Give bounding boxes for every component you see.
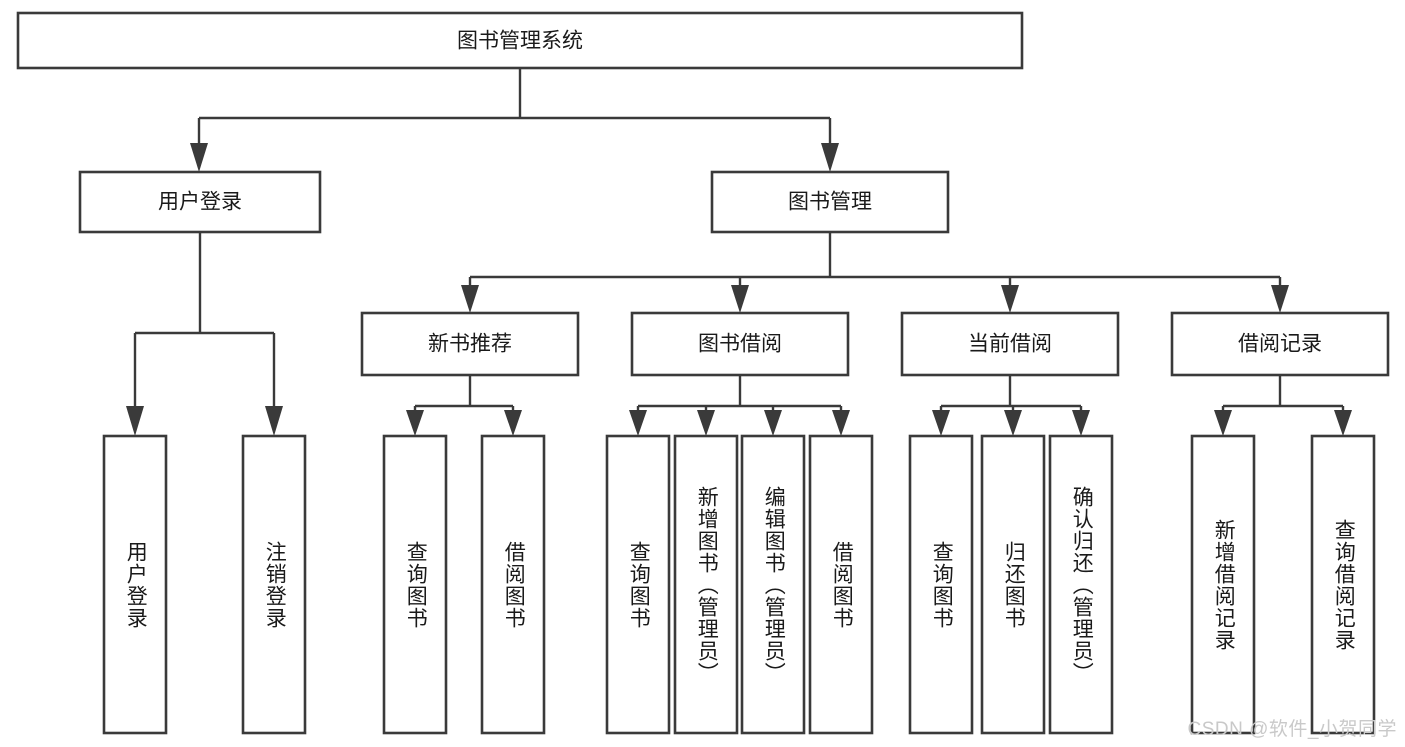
node-leaf-borrow-book-box[interactable] [808, 434, 874, 735]
node-leaf-confirm-return-box[interactable] [1048, 434, 1114, 735]
connector-group-bookborrow [629, 375, 850, 436]
node-leaf-query-book-borrow-box[interactable] [605, 434, 671, 735]
connector-group-borrowrecord [1214, 375, 1352, 436]
node-root-box[interactable] [16, 11, 1024, 70]
node-leaf-return-book-box[interactable] [980, 434, 1046, 735]
node-book-borrow-label: 图书借阅 [698, 333, 782, 356]
node-borrow-record-box[interactable] [1170, 311, 1390, 377]
node-leaf-user-login-box[interactable] [102, 434, 168, 735]
arrow-head-icon [126, 406, 144, 436]
connector-group-userlogin [126, 232, 283, 436]
arrow-head-icon [461, 285, 479, 313]
leaf-boxes-group [102, 434, 1376, 735]
node-leaf-query-book-rec-box[interactable] [382, 434, 448, 735]
node-leaf-edit-book-box[interactable] [740, 434, 806, 735]
node-root-label: 图书管理系统 [457, 30, 583, 53]
arrow-head-icon [1271, 285, 1289, 313]
node-book-manage[interactable]: 图书管理 [710, 170, 950, 234]
arrow-head-icon [1334, 410, 1352, 436]
arrow-head-icon [932, 410, 950, 436]
connector-group-newbook [406, 375, 522, 436]
arrow-head-icon [1004, 410, 1022, 436]
node-new-book-recommend-box[interactable] [360, 311, 580, 377]
node-borrow-record-label: 借阅记录 [1238, 333, 1322, 356]
arrow-head-icon [1001, 285, 1019, 313]
arrow-head-icon [406, 410, 424, 436]
watermark-text: CSDN @软件_小贺同学 [1187, 719, 1397, 740]
node-user-login-label: 用户登录 [158, 191, 242, 214]
node-current-borrow-label: 当前借阅 [968, 333, 1052, 356]
node-user-login[interactable]: 用户登录 [78, 170, 322, 234]
node-current-borrow-box[interactable] [900, 311, 1120, 377]
node-book-manage-box[interactable] [710, 170, 950, 234]
arrow-head-icon [1072, 410, 1090, 436]
connector-group-root [190, 68, 839, 172]
node-new-book-recommend-label: 新书推荐 [428, 333, 512, 356]
node-new-book-recommend[interactable]: 新书推荐 [360, 311, 580, 377]
arrow-head-icon [764, 410, 782, 436]
node-borrow-record[interactable]: 借阅记录 [1170, 311, 1390, 377]
connector-group-bookmanage [461, 233, 1289, 313]
arrow-head-icon [265, 406, 283, 436]
node-book-borrow-box[interactable] [630, 311, 850, 377]
node-leaf-query-book-cur-box[interactable] [908, 434, 974, 735]
node-book-manage-label: 图书管理 [788, 191, 872, 214]
arrow-head-icon [821, 143, 839, 172]
arrow-head-icon [1214, 410, 1232, 436]
arrow-head-icon [731, 285, 749, 313]
node-leaf-user-logout-box[interactable] [241, 434, 307, 735]
connector-group-currentborrow [932, 375, 1090, 436]
node-user-login-box[interactable] [78, 170, 322, 234]
node-current-borrow[interactable]: 当前借阅 [900, 311, 1120, 377]
arrow-head-icon [190, 143, 208, 172]
node-leaf-borrow-book-rec-box[interactable] [480, 434, 546, 735]
node-leaf-add-record-box[interactable] [1190, 434, 1256, 735]
arrow-head-icon [697, 410, 715, 436]
node-leaf-add-book-box[interactable] [673, 434, 739, 735]
arrow-head-icon [504, 410, 522, 436]
arrow-head-icon [832, 410, 850, 436]
arrow-head-icon [629, 410, 647, 436]
node-book-borrow[interactable]: 图书借阅 [630, 311, 850, 377]
node-root[interactable]: 图书管理系统 [16, 11, 1024, 70]
node-leaf-query-record-box[interactable] [1310, 434, 1376, 735]
